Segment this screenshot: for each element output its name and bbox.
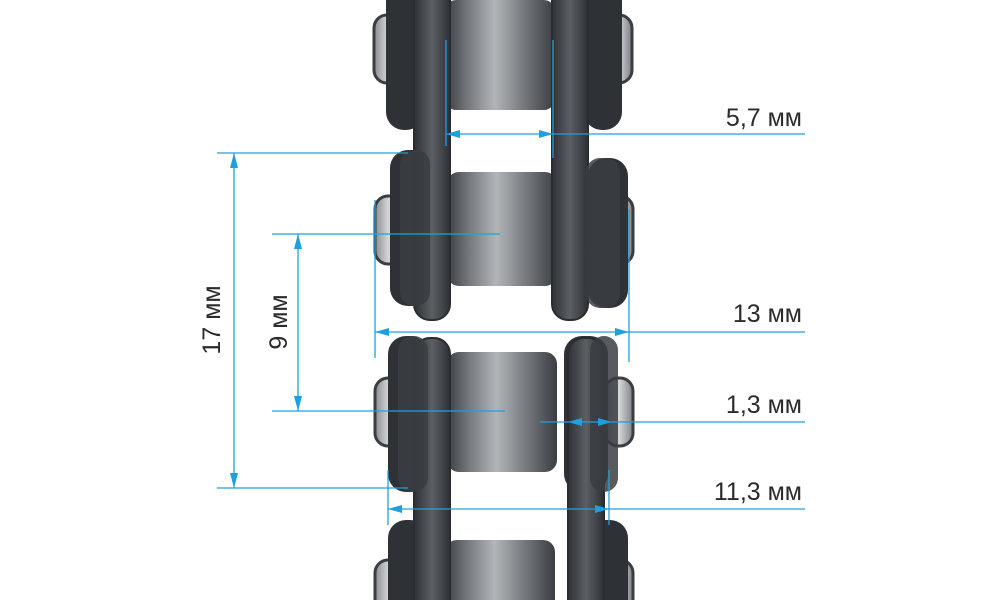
label-plate-height: 17 мм	[198, 285, 226, 354]
arrow-13mm-right-in	[568, 418, 582, 426]
arrow-13-right	[615, 328, 629, 336]
arrow-57-right	[539, 130, 553, 138]
arrow-57-left	[446, 130, 460, 138]
label-plate-thickness: 1,3 мм	[726, 391, 802, 419]
arrow-9-top	[294, 234, 302, 249]
label-inner-width: 11,3 мм	[714, 478, 802, 506]
label-outer-width: 13 мм	[733, 300, 802, 328]
rollers	[445, 0, 557, 600]
outer-plate-fronts	[398, 150, 620, 492]
dimension-labels: 5,7 мм 13 мм 1,3 мм 11,3 мм 17 мм 9 мм	[198, 104, 802, 506]
chain-image	[372, 0, 635, 600]
arrow-13-left	[375, 328, 389, 336]
arrow-13mm-left-in	[598, 418, 612, 426]
arrow-9-bottom	[294, 396, 302, 411]
label-roller-diameter: 9 мм	[265, 294, 293, 349]
arrow-17-top	[230, 153, 238, 168]
arrow-113-right	[595, 505, 609, 513]
dimension-arrows	[230, 130, 629, 513]
label-roller-width: 5,7 мм	[726, 104, 802, 132]
arrow-113-left	[388, 505, 402, 513]
dimension-lines	[217, 40, 805, 525]
arrow-17-bottom	[230, 473, 238, 488]
